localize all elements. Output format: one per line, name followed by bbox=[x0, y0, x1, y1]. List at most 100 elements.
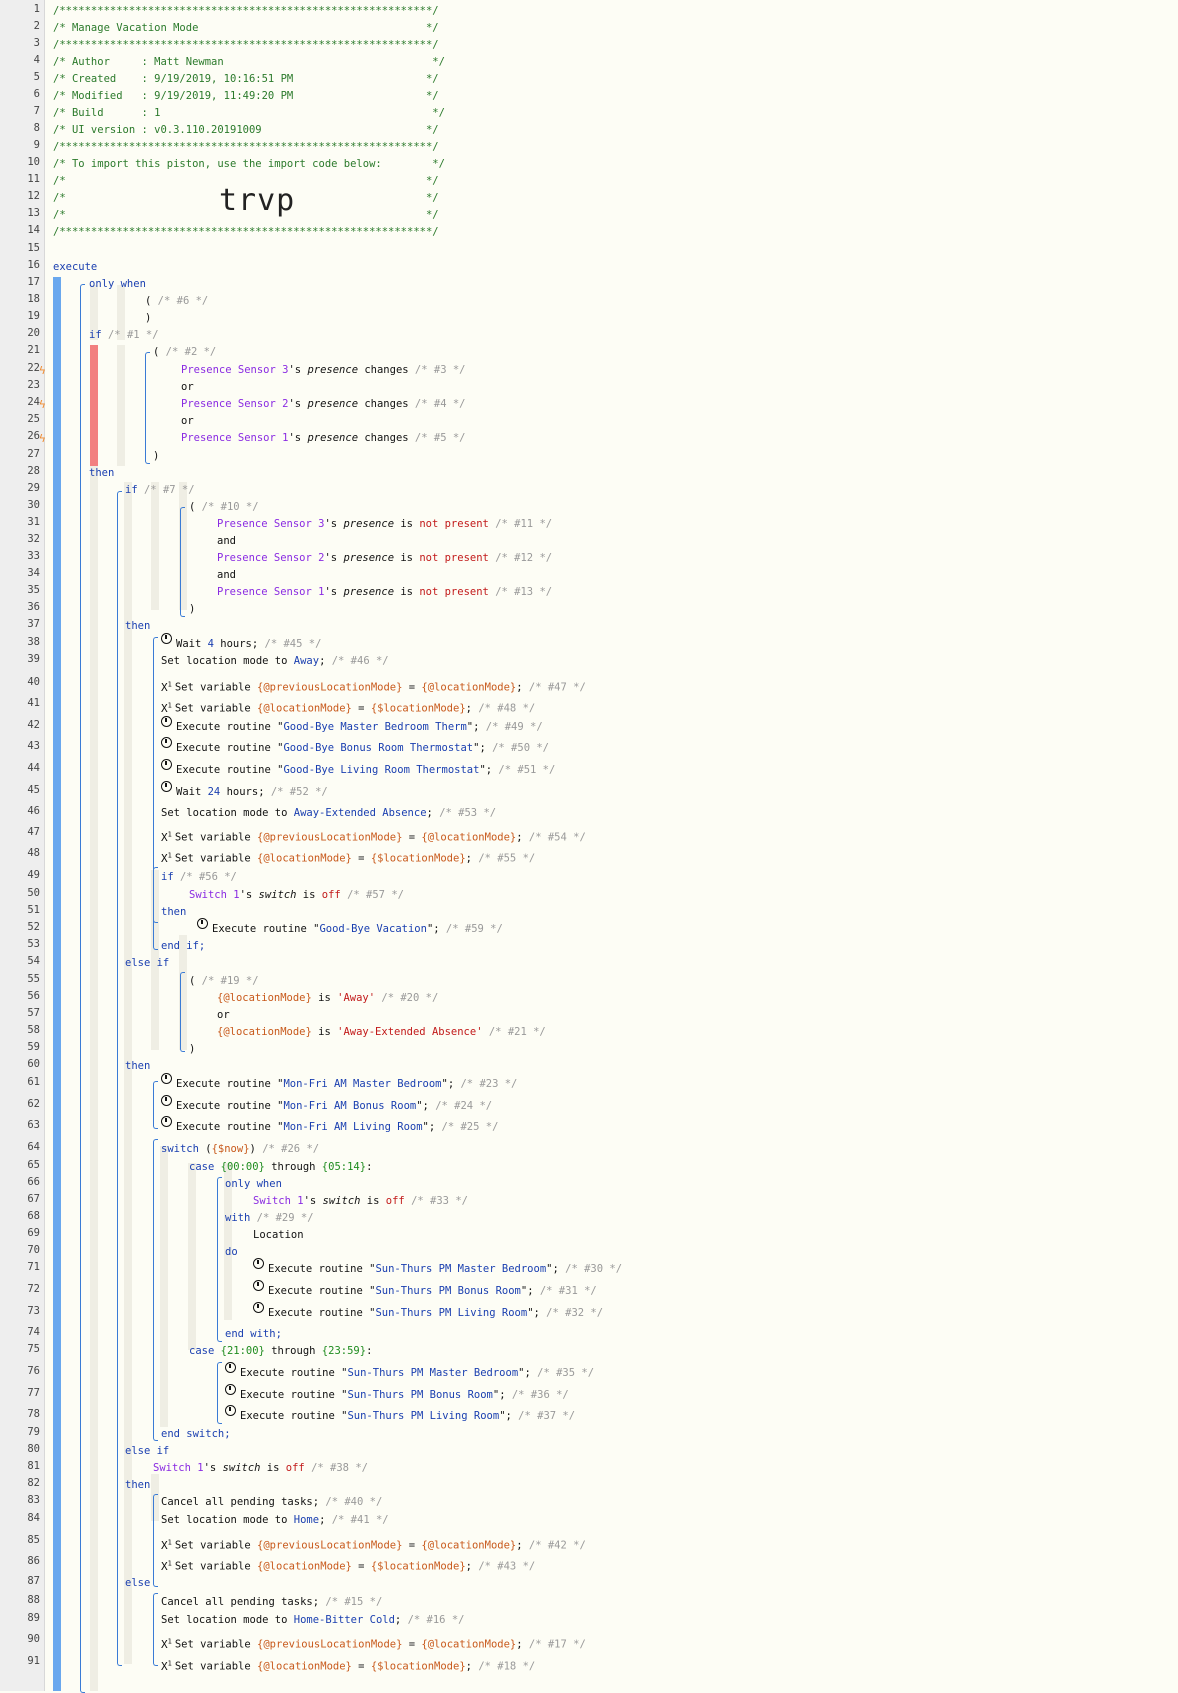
block-bracket bbox=[217, 1177, 222, 1342]
block-bracket bbox=[153, 1593, 158, 1666]
header-comment-line: /***************************************… bbox=[53, 39, 439, 51]
line-number: 61 bbox=[27, 1076, 40, 1088]
code-line: Execute routine "Sun-Thurs PM Bonus Room… bbox=[225, 1384, 569, 1404]
block-bracket bbox=[217, 1362, 222, 1424]
line-number: 70 bbox=[27, 1244, 40, 1256]
line-number: 31 bbox=[27, 516, 40, 528]
variable-icon: X1 bbox=[161, 1559, 172, 1573]
line-number: 41 bbox=[27, 697, 40, 709]
block-bracket bbox=[80, 284, 85, 1693]
code-line: ) bbox=[145, 312, 152, 324]
line-number: 36 bbox=[27, 601, 40, 613]
block-bar bbox=[188, 1163, 196, 1350]
block-bar bbox=[151, 482, 159, 610]
clock-icon bbox=[197, 918, 208, 929]
line-number: 37 bbox=[27, 618, 40, 630]
line-number: 69 bbox=[27, 1227, 40, 1239]
code-line: end switch; bbox=[161, 1428, 231, 1440]
block-bar bbox=[160, 1146, 168, 1427]
block-bar bbox=[90, 285, 98, 340]
line-number: 13 bbox=[27, 207, 40, 219]
line-number: 52 bbox=[27, 921, 40, 933]
code-line: Set location mode to Away-Extended Absen… bbox=[161, 807, 497, 819]
header-comment-line: /* Modified : 9/19/2019, 11:49:20 PM */ bbox=[53, 90, 439, 102]
block-bar bbox=[124, 482, 132, 1664]
variable-icon: X1 bbox=[161, 680, 172, 694]
header-comment-line: /* */ bbox=[53, 192, 439, 204]
code-line: Presence Sensor 1's presence changes /* … bbox=[181, 432, 466, 444]
line-number: 57 bbox=[27, 1007, 40, 1019]
code-line: else if bbox=[125, 957, 170, 969]
line-number: 18 bbox=[27, 293, 40, 305]
line-number: 32 bbox=[27, 533, 40, 545]
block-bracket bbox=[153, 1494, 158, 1587]
header-comment-line: /***************************************… bbox=[53, 141, 439, 153]
line-number: 47 bbox=[27, 826, 40, 838]
code-line: Presence Sensor 1's presence is not pres… bbox=[217, 586, 553, 598]
line-number: 25 bbox=[27, 413, 40, 425]
code-line: case {21:00} through {23:59}: bbox=[189, 1345, 373, 1357]
block-bracket bbox=[180, 507, 185, 617]
line-number: 77 bbox=[27, 1387, 40, 1399]
line-number: 78 bbox=[27, 1408, 40, 1420]
code-line: if /* #56 */ bbox=[161, 871, 237, 883]
code-line: Switch 1's switch is off /* #38 */ bbox=[153, 1462, 368, 1474]
code-line: Cancel all pending tasks; /* #15 */ bbox=[161, 1596, 383, 1608]
line-number: 15 bbox=[27, 242, 40, 254]
block-bracket bbox=[180, 972, 185, 1052]
trigger-bolt-icon: ϟ bbox=[39, 364, 46, 377]
block-bar bbox=[151, 870, 159, 935]
header-comment-line: /* */ bbox=[53, 209, 439, 221]
line-number: 28 bbox=[27, 465, 40, 477]
code-line: if /* #1 */ bbox=[89, 329, 159, 341]
code-line: ) bbox=[189, 1043, 196, 1055]
line-number: 22 bbox=[27, 362, 40, 374]
block-bracket bbox=[153, 867, 158, 950]
line-number: 2 bbox=[33, 20, 40, 32]
line-number: 45 bbox=[27, 784, 40, 796]
line-number: 86 bbox=[27, 1555, 40, 1567]
line-number: 80 bbox=[27, 1443, 40, 1455]
line-number: 42 bbox=[27, 719, 40, 731]
trigger-bar bbox=[90, 345, 98, 466]
execute-block-bar bbox=[53, 277, 61, 1691]
line-number: 66 bbox=[27, 1176, 40, 1188]
code-line: Execute routine "Sun-Thurs PM Living Roo… bbox=[225, 1405, 575, 1425]
code-line: ) bbox=[153, 450, 160, 462]
line-number: 6 bbox=[33, 88, 40, 100]
block-bar bbox=[90, 466, 98, 1691]
line-number: 73 bbox=[27, 1305, 40, 1317]
line-number: 85 bbox=[27, 1534, 40, 1546]
line-number: 83 bbox=[27, 1494, 40, 1506]
line-number: 56 bbox=[27, 990, 40, 1002]
clock-icon bbox=[161, 737, 172, 748]
line-number: 50 bbox=[27, 887, 40, 899]
code-line: and bbox=[217, 569, 236, 581]
code-line: Wait 24 hours; /* #52 */ bbox=[161, 781, 328, 801]
line-number: 20 bbox=[27, 327, 40, 339]
line-number: 48 bbox=[27, 847, 40, 859]
clock-icon bbox=[161, 781, 172, 792]
code-line: {@locationMode} is 'Away-Extended Absenc… bbox=[217, 1026, 546, 1038]
block-bar bbox=[224, 1163, 232, 1320]
clock-icon bbox=[225, 1405, 236, 1416]
header-comment-line: /* Manage Vacation Mode */ bbox=[53, 22, 439, 34]
line-number: 34 bbox=[27, 567, 40, 579]
code-line: else bbox=[125, 1577, 151, 1589]
clock-icon bbox=[161, 633, 172, 644]
clock-icon bbox=[161, 1116, 172, 1127]
line-number: 4 bbox=[33, 54, 40, 66]
code-line: Set location mode to Away; /* #46 */ bbox=[161, 655, 389, 667]
code-line: {@locationMode} is 'Away' /* #20 */ bbox=[217, 992, 439, 1004]
line-number: 89 bbox=[27, 1612, 40, 1624]
code-line: Presence Sensor 3's presence changes /* … bbox=[181, 364, 466, 376]
code-line: then bbox=[125, 1060, 151, 1072]
import-code: trvp bbox=[219, 183, 296, 218]
block-bar bbox=[179, 482, 187, 610]
line-number: 44 bbox=[27, 762, 40, 774]
line-number: 72 bbox=[27, 1283, 40, 1295]
execute-keyword: execute bbox=[53, 261, 98, 273]
